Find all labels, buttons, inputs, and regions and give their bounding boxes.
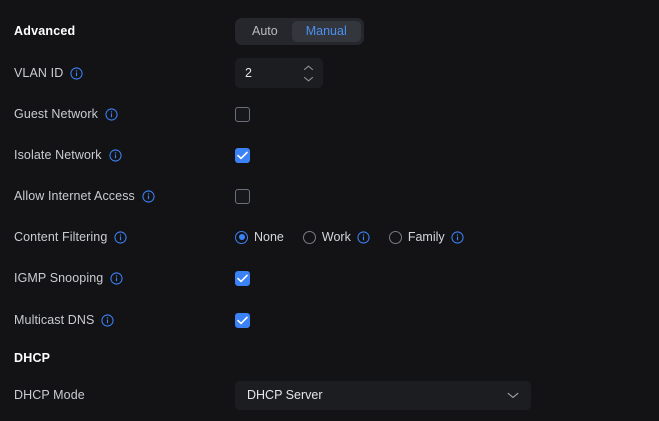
- label-dhcp-mode: DHCP Mode: [14, 388, 85, 402]
- advanced-section-label: Advanced: [0, 24, 235, 38]
- radio-none[interactable]: [235, 230, 248, 244]
- info-icon[interactable]: [105, 107, 118, 121]
- label-igmp-snooping: IGMP Snooping: [14, 271, 104, 285]
- segment-manual[interactable]: Manual: [291, 20, 361, 42]
- checkbox-allow-internet-access[interactable]: [235, 188, 250, 204]
- label-multicast-dns: Multicast DNS: [14, 313, 95, 327]
- chevron-up-icon: [303, 65, 314, 70]
- content-filtering-radio-group: None Work Family: [235, 230, 464, 244]
- row-multicast-dns: Multicast DNS: [0, 303, 659, 337]
- row-dhcp-header: DHCP: [0, 341, 659, 375]
- segment-auto[interactable]: Auto: [252, 23, 278, 38]
- info-icon[interactable]: [357, 230, 370, 244]
- mode-segmented-control[interactable]: Auto Manual: [235, 17, 364, 45]
- info-icon[interactable]: [109, 148, 122, 162]
- radio-option-family[interactable]: Family: [388, 230, 464, 244]
- row-isolate-network: Isolate Network: [0, 138, 659, 172]
- dhcp-mode-select[interactable]: DHCP Server: [235, 380, 531, 410]
- row-igmp-snooping: IGMP Snooping: [0, 261, 659, 295]
- label-vlan-id: VLAN ID: [14, 66, 64, 80]
- info-icon[interactable]: [114, 230, 128, 244]
- radio-family[interactable]: [388, 230, 402, 244]
- info-icon[interactable]: [451, 230, 464, 244]
- info-icon[interactable]: [110, 271, 123, 285]
- check-icon: [237, 274, 248, 282]
- radio-label-work: Work: [321, 230, 351, 244]
- label-guest-network: Guest Network: [14, 107, 98, 121]
- checkbox-igmp-snooping[interactable]: [235, 270, 250, 286]
- check-icon: [237, 316, 248, 324]
- radio-work[interactable]: [302, 230, 316, 244]
- row-content-filtering: Content Filtering None Work: [0, 220, 659, 254]
- chevron-down-icon[interactable]: [507, 386, 519, 404]
- row-dhcp-mode: DHCP Mode DHCP Server: [0, 378, 659, 412]
- vlan-id-input[interactable]: 2: [235, 58, 323, 88]
- dhcp-mode-value: DHCP Server: [247, 388, 323, 402]
- info-icon[interactable]: [101, 313, 115, 327]
- vlan-id-value: 2: [245, 66, 252, 80]
- row-allow-internet-access: Allow Internet Access: [0, 179, 659, 213]
- row-guest-network: Guest Network: [0, 97, 659, 131]
- checkbox-guest-network[interactable]: [235, 106, 250, 122]
- radio-option-none[interactable]: None: [235, 230, 284, 244]
- label-isolate-network: Isolate Network: [14, 148, 102, 162]
- chevron-down-icon: [303, 76, 314, 81]
- vlan-id-stepper[interactable]: [303, 58, 315, 88]
- row-advanced-header: Advanced Auto Manual: [0, 14, 659, 48]
- info-icon[interactable]: [142, 189, 155, 203]
- check-icon: [237, 151, 248, 159]
- radio-label-family: Family: [407, 230, 445, 244]
- section-title-advanced: Advanced: [14, 24, 76, 38]
- section-title-dhcp: DHCP: [14, 351, 51, 365]
- radio-option-work[interactable]: Work: [302, 230, 370, 244]
- checkbox-isolate-network[interactable]: [235, 147, 250, 163]
- checkbox-multicast-dns[interactable]: [235, 312, 250, 328]
- row-vlan-id: VLAN ID 2: [0, 56, 659, 90]
- info-icon[interactable]: [70, 66, 83, 80]
- radio-label-none: None: [254, 230, 284, 244]
- label-allow-internet-access: Allow Internet Access: [14, 189, 135, 203]
- label-content-filtering: Content Filtering: [14, 230, 108, 244]
